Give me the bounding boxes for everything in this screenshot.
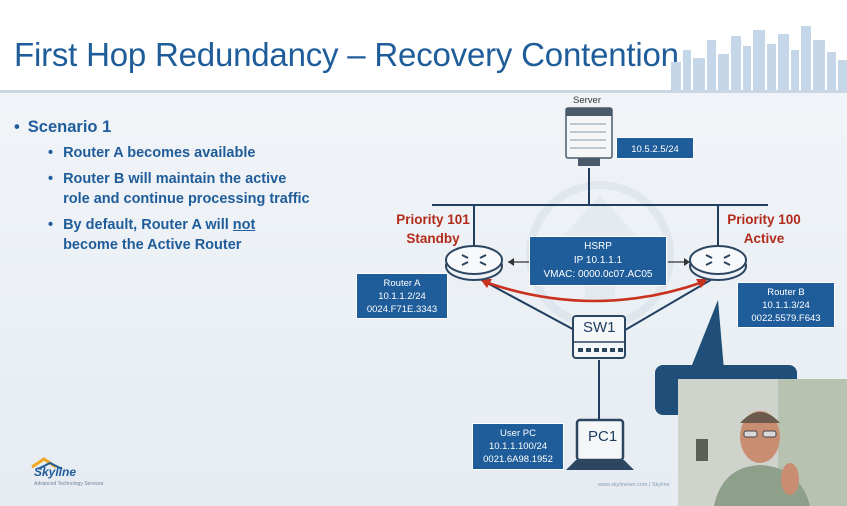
user-pc-ip: 10.1.1.100/24 (488, 441, 548, 452)
hsrp-vmac: VMAC: 0000.0c07.AC05 (543, 269, 653, 280)
bullet-scenario: • Scenario 1 (14, 118, 374, 137)
server-ip: 10.5.2.5/24 (631, 144, 679, 155)
bullet-dot-icon: • (48, 145, 54, 161)
logo-text: Skyline (34, 465, 77, 479)
hsrp-info-box: HSRP IP 10.1.1.1 VMAC: 0000.0c07.AC05 (529, 236, 667, 286)
arc-arrow-right-icon (696, 279, 708, 288)
sub-bullet-text: Router A becomes available (63, 145, 256, 161)
server-icon (565, 107, 613, 166)
router-a-name: Router A (383, 278, 421, 289)
sub-bullet-3: • By default, Router A will not become t… (48, 215, 374, 255)
skyline-graphic (671, 26, 847, 92)
router-a-info-box: Router A 10.1.1.2/24 0024.F71E.3343 (356, 273, 448, 319)
header-divider (0, 90, 847, 93)
user-pc-title: User PC (500, 428, 536, 439)
hsrp-label: HSRP (584, 241, 612, 252)
router-b-name: Router B (767, 287, 805, 298)
bullet-dot-icon: • (48, 217, 54, 233)
router-b-info-box: Router B 10.1.1.3/24 0022.5579.F643 (737, 282, 835, 328)
server-label: Server (573, 95, 601, 106)
arrow-left-icon (508, 258, 514, 266)
laptop-icon (566, 418, 634, 470)
presenter-webcam (678, 379, 847, 506)
user-pc-mac: 0021.6A98.1952 (483, 454, 553, 465)
bullet-dot-icon: • (48, 171, 54, 187)
router-a-ip: 10.1.1.2/24 (378, 291, 426, 302)
bullet-dot-icon: • (14, 118, 20, 136)
logo-subtitle: Advanced Technology Services (34, 481, 104, 487)
presenter-video-frame (678, 379, 847, 506)
router-b-role: Active (743, 231, 785, 246)
sub-bullet-text-line2: become the Active Router (63, 237, 242, 253)
arc-arrow-left-icon (480, 279, 492, 288)
router-a-priority-value: Priority 101 (396, 212, 470, 227)
callout-pointer (690, 300, 724, 370)
skyline-logo (31, 457, 63, 470)
sub-bullet-text-line1: Router B will maintain the active (63, 171, 287, 187)
footer-text: www.skylinenet.com | Skyline (598, 482, 670, 488)
pc-label: PC1 (588, 428, 618, 445)
sub-bullet-text-line2: role and continue processing traffic (63, 191, 310, 207)
arrow-right-icon (684, 258, 690, 266)
slide-header: First Hop Redundancy – Recovery Contenti… (0, 0, 847, 93)
switch-icon (572, 315, 626, 359)
router-a-switch-link (477, 277, 581, 334)
sub-bullet-1: • Router A becomes available (48, 143, 374, 163)
router-a-role: Standby (406, 231, 460, 246)
router-a-mac: 0024.F71E.3343 (366, 304, 438, 315)
user-pc-info-box: User PC 10.1.1.100/24 0021.6A98.1952 (472, 423, 564, 470)
router-a-icon (445, 245, 503, 281)
router-b-priority-value: Priority 100 (727, 212, 801, 227)
router-b-priority: Priority 100 Active (714, 210, 814, 248)
sub-bullet-2: • Router B will maintain the active role… (48, 169, 374, 209)
failover-arc (484, 280, 704, 303)
sub-bullet-underlined: not (232, 217, 256, 233)
server-ip-box: 10.5.2.5/24 (616, 137, 694, 159)
router-b-mac: 0022.5579.F643 (751, 313, 821, 324)
bullet-list: • Scenario 1 • Router A becomes availabl… (14, 118, 374, 255)
router-a-priority: Priority 101 Standby (378, 210, 488, 248)
hsrp-ip: IP 10.1.1.1 (573, 255, 623, 266)
switch-label: SW1 (583, 319, 616, 336)
router-b-icon (689, 245, 747, 281)
sub-bullet-text-pre: By default, Router A will (63, 217, 233, 233)
router-b-ip: 10.1.1.3/24 (762, 300, 810, 311)
scenario-label: Scenario 1 (27, 118, 112, 136)
slide-title: First Hop Redundancy – Recovery Contenti… (14, 36, 679, 73)
router-b-switch-link (619, 277, 715, 334)
